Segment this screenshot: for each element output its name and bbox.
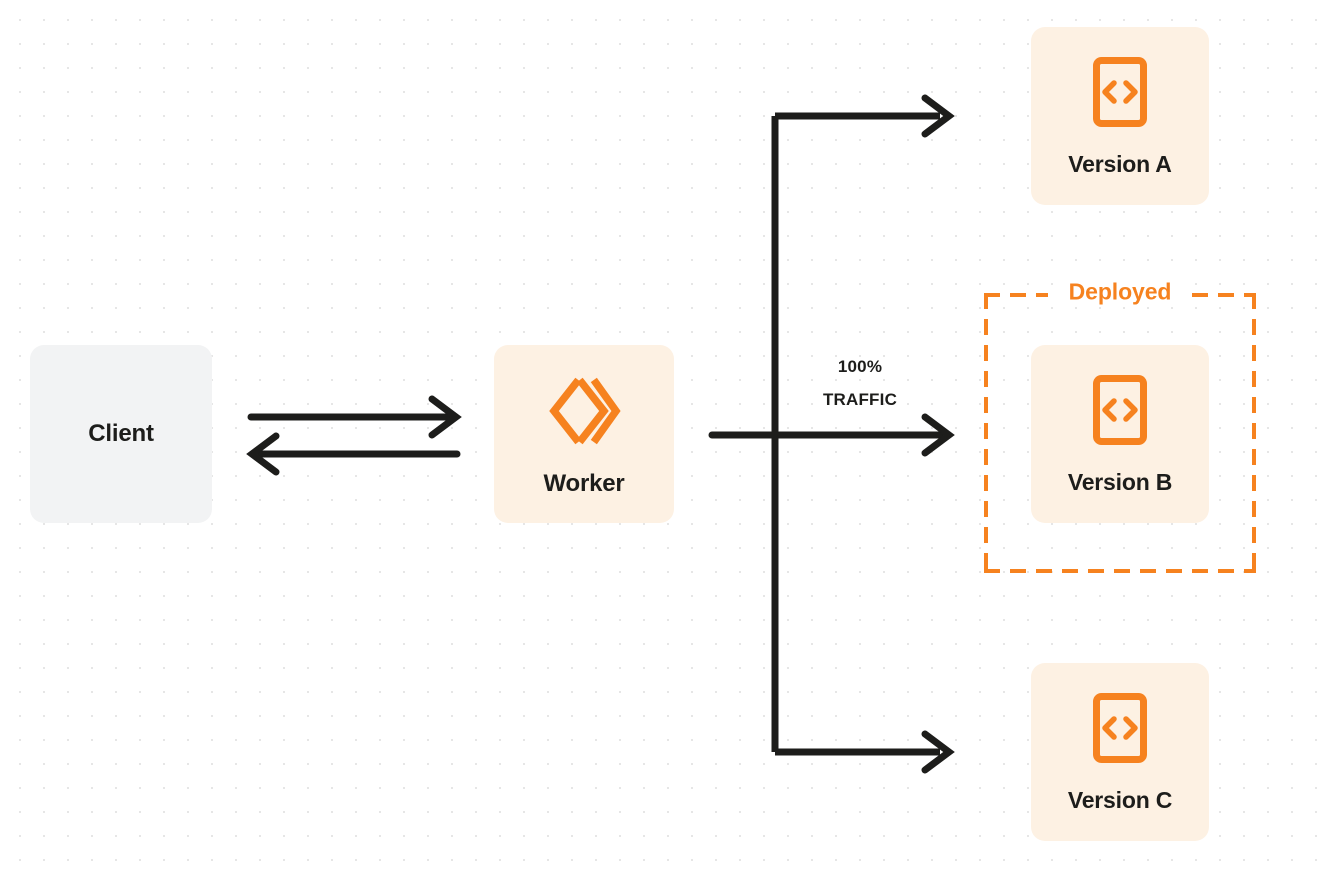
arrow-worker-to-version-b xyxy=(921,413,955,457)
node-version-c-label: Version C xyxy=(1067,787,1173,813)
group-border-right xyxy=(1252,293,1256,573)
code-file-icon xyxy=(1092,374,1148,451)
code-file-icon xyxy=(1092,692,1148,769)
node-version-c[interactable]: Version C xyxy=(1031,663,1209,841)
arrow-worker-to-client xyxy=(246,432,461,476)
deployed-group-label: Deployed xyxy=(1058,280,1182,304)
node-version-a[interactable]: Version A xyxy=(1031,27,1209,205)
traffic-label: 100% TRAFFIC xyxy=(790,350,930,416)
node-client[interactable]: Client xyxy=(30,345,212,523)
group-border-top-right xyxy=(1192,293,1256,297)
node-worker[interactable]: Worker xyxy=(494,345,674,523)
code-file-icon xyxy=(1092,56,1148,133)
group-border-top-left xyxy=(984,293,1048,297)
traffic-caption: TRAFFIC xyxy=(822,390,898,410)
traffic-percent: 100% xyxy=(837,357,883,376)
workers-logo-icon xyxy=(546,373,622,454)
node-worker-label: Worker xyxy=(543,469,625,497)
group-border-left xyxy=(984,293,988,573)
group-border-bottom xyxy=(984,569,1256,573)
deployed-group-boundary: Deployed xyxy=(984,280,1256,573)
arrow-worker-to-version-c xyxy=(775,730,955,774)
node-version-a-label: Version A xyxy=(1068,151,1172,177)
node-client-label: Client xyxy=(88,420,154,447)
node-version-b-label: Version B xyxy=(1067,469,1173,495)
arrow-client-to-worker xyxy=(247,395,462,439)
arrow-worker-to-version-a xyxy=(775,94,955,138)
node-version-b[interactable]: Version B xyxy=(1031,345,1209,523)
